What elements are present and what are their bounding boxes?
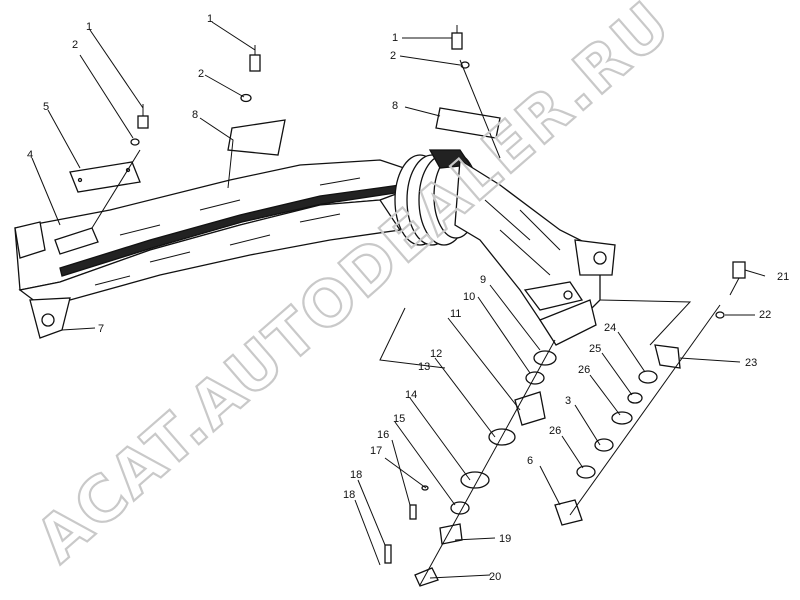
callout-1: 1 [392, 32, 398, 44]
callout-2: 2 [198, 68, 204, 80]
callout-4: 4 [27, 149, 33, 161]
bellows-collar [394, 149, 479, 246]
callout-5: 5 [43, 101, 49, 113]
callout-1: 1 [207, 13, 213, 25]
callout-19: 19 [499, 533, 511, 545]
callout-7: 7 [98, 323, 104, 335]
bolt-1b [240, 45, 261, 103]
callout-21: 21 [777, 271, 789, 283]
plate-5 [69, 161, 141, 193]
exploded-stack-left [384, 339, 557, 587]
callout-20: 20 [489, 571, 501, 583]
plate-8a [227, 119, 286, 156]
callout-10: 10 [463, 291, 475, 303]
callout-24: 24 [604, 322, 616, 334]
callout-23: 23 [745, 357, 757, 369]
callout-3: 3 [565, 395, 571, 407]
exploded-stack-right [554, 261, 746, 526]
callout-1: 1 [86, 21, 92, 33]
leader-lines-lower [61, 269, 766, 579]
main-arm [14, 149, 616, 346]
callout-labels: 1 2 1 2 8 5 4 1 2 8 7 9 10 11 12 13 14 1… [27, 13, 789, 583]
callout-9: 9 [480, 274, 486, 286]
callout-22: 22 [759, 309, 771, 321]
callout-18: 18 [343, 489, 355, 501]
callout-16: 16 [377, 429, 389, 441]
callout-26: 26 [578, 364, 590, 376]
callout-14: 14 [405, 389, 417, 401]
callout-15: 15 [393, 413, 405, 425]
callout-18: 18 [350, 469, 362, 481]
callout-8: 8 [192, 109, 198, 121]
callout-6: 6 [527, 455, 533, 467]
callout-2: 2 [72, 39, 78, 51]
callout-26: 26 [549, 425, 561, 437]
callout-25: 25 [589, 343, 601, 355]
callout-17: 17 [370, 445, 382, 457]
callout-11: 11 [450, 308, 461, 320]
callout-13: 13 [418, 361, 430, 373]
callout-8: 8 [392, 100, 398, 112]
bolt-1a [130, 104, 149, 146]
plate-8b [435, 107, 501, 139]
leader-lines-upper [31, 21, 501, 229]
callout-12: 12 [430, 348, 442, 360]
callout-2: 2 [390, 50, 396, 62]
